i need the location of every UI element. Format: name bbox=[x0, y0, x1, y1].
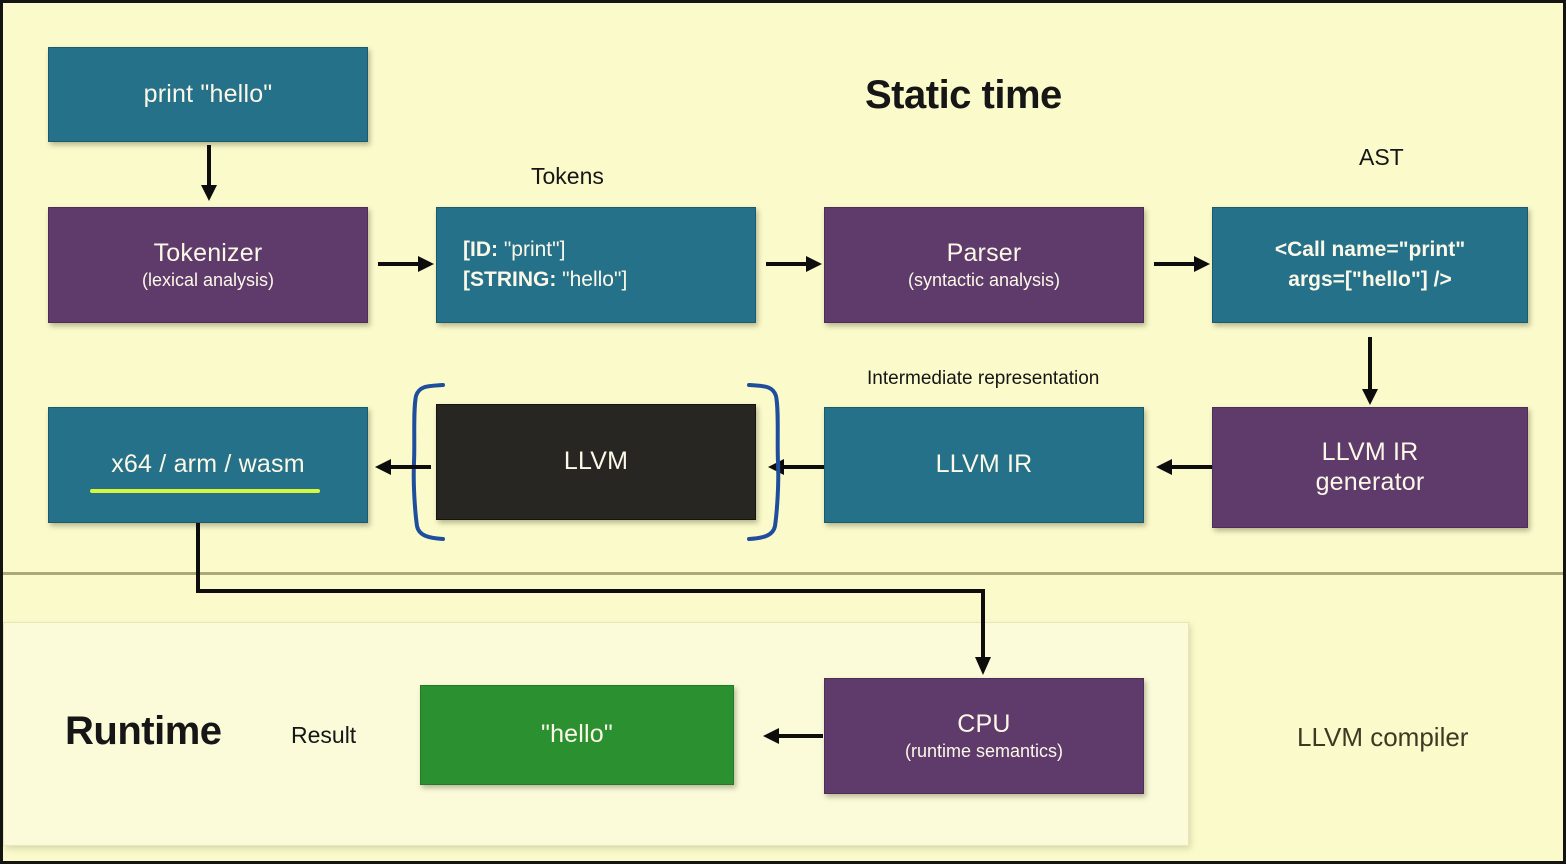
llvm-bracket-right-icon bbox=[745, 380, 787, 545]
runtime-title: Runtime bbox=[65, 709, 222, 753]
static-time-title: Static time bbox=[865, 73, 1062, 117]
arrow-tokens-to-parser bbox=[766, 253, 824, 275]
ast-line-1: <Call name="print" bbox=[1274, 238, 1466, 262]
tokens-box: [ID: "print"] [STRING: "hello"] bbox=[436, 207, 756, 323]
tokenizer-box: Tokenizer (lexical analysis) bbox=[48, 207, 368, 323]
intermediate-representation-label: Intermediate representation bbox=[867, 368, 1100, 389]
token-line-id: [ID: "print"] bbox=[463, 235, 565, 265]
llvm-ir-box: LLVM IR bbox=[824, 407, 1144, 523]
source-code-box: print "hello" bbox=[48, 47, 368, 142]
llvm-ir-generator-box: LLVM IR generator bbox=[1212, 407, 1528, 528]
arrow-targets-to-cpu bbox=[189, 523, 1001, 678]
llvm-bracket-left-icon bbox=[405, 380, 447, 545]
arrow-llvm-to-targets bbox=[373, 456, 431, 478]
llvm-title: LLVM bbox=[563, 447, 629, 476]
targets-highlight-underline bbox=[90, 489, 320, 493]
parser-title: Parser bbox=[946, 238, 1022, 267]
result-text: "hello" bbox=[541, 720, 613, 749]
arrow-tokenizer-to-tokens bbox=[378, 253, 436, 275]
targets-title: x64 / arm / wasm bbox=[111, 450, 305, 479]
ast-box: <Call name="print" args=["hello"] /> bbox=[1212, 207, 1528, 323]
token-string-value: "hello"] bbox=[556, 268, 628, 291]
arrow-ir-generator-to-llvm-ir bbox=[1154, 456, 1212, 478]
ast-line-2: args=["hello"] /> bbox=[1288, 268, 1452, 291]
token-id-value: "print"] bbox=[498, 238, 566, 262]
tokens-label: Tokens bbox=[531, 163, 604, 189]
token-id-key: [ID: bbox=[463, 238, 498, 262]
parser-subtitle: (syntactic analysis) bbox=[907, 270, 1061, 291]
arrow-parser-to-ast bbox=[1154, 253, 1212, 275]
tokenizer-subtitle: (lexical analysis) bbox=[141, 270, 275, 291]
llvm-compiler-note: LLVM compiler bbox=[1297, 722, 1469, 752]
result-label: Result bbox=[291, 722, 357, 748]
static-runtime-divider bbox=[3, 572, 1563, 575]
tokenizer-title: Tokenizer bbox=[153, 238, 263, 267]
cpu-title: CPU bbox=[957, 709, 1011, 738]
source-code-text: print "hello" bbox=[143, 79, 273, 108]
cpu-box: CPU (runtime semantics) bbox=[824, 678, 1144, 794]
arrow-ast-to-ir-generator bbox=[1359, 337, 1381, 407]
arrow-source-to-tokenizer bbox=[198, 145, 220, 203]
targets-box: x64 / arm / wasm bbox=[48, 407, 368, 523]
cpu-subtitle: (runtime semantics) bbox=[904, 741, 1064, 762]
arrow-cpu-to-result bbox=[761, 725, 823, 747]
ir-generator-line-2: generator bbox=[1315, 467, 1425, 496]
result-box: "hello" bbox=[420, 685, 734, 785]
llvm-ir-title: LLVM IR bbox=[935, 450, 1033, 479]
token-string-key: [STRING: bbox=[463, 268, 557, 291]
token-line-string: [STRING: "hello"] bbox=[463, 265, 627, 295]
ast-label: AST bbox=[1359, 144, 1404, 170]
llvm-box: LLVM bbox=[436, 404, 756, 520]
ir-generator-line-1: LLVM IR bbox=[1321, 438, 1419, 466]
parser-box: Parser (syntactic analysis) bbox=[824, 207, 1144, 323]
